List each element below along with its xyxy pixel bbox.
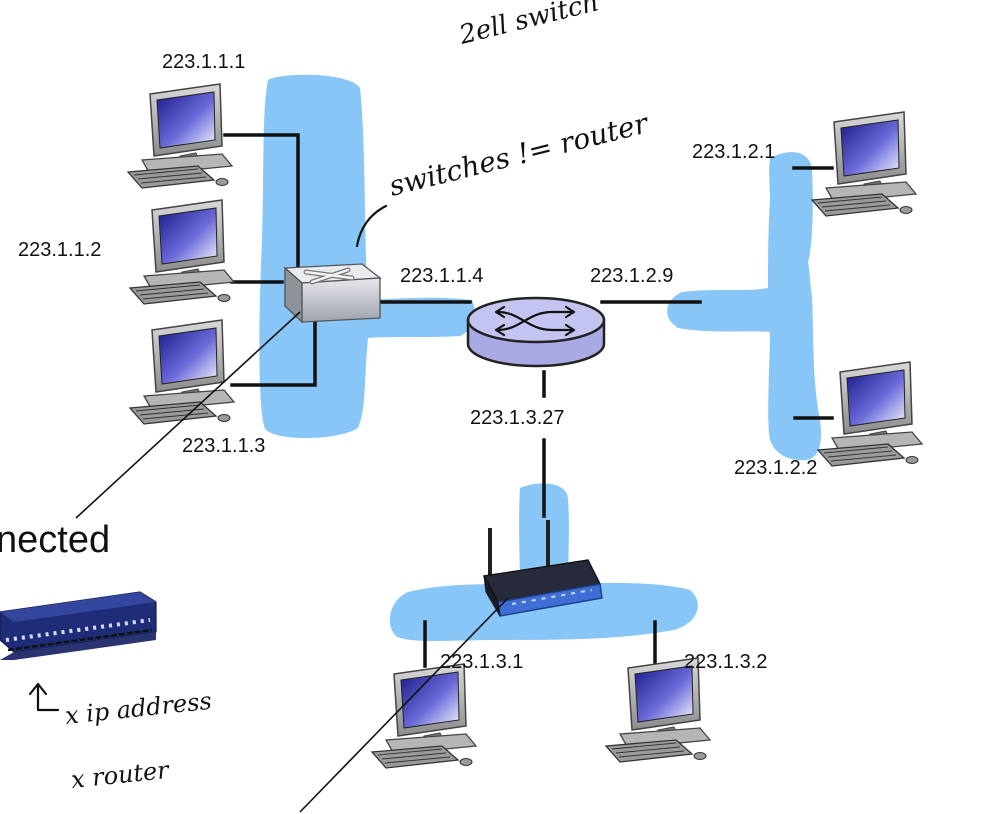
- ip-note-arrow: [28, 682, 60, 712]
- wire-h3-switch: [230, 320, 317, 387]
- ip-address-note: x ip address: [64, 687, 213, 730]
- switch-note-arrow: [355, 204, 388, 248]
- label-223-1-1-2: 223.1.1.2: [18, 239, 101, 261]
- subnet-2-region: [667, 152, 822, 461]
- label-223-1-1-1: 223.1.1.1: [162, 51, 245, 73]
- host-computer-223-1-2-1: [811, 111, 917, 217]
- label-223-1-1-3: 223.1.1.3: [182, 435, 265, 457]
- ap-pointer-line: [299, 597, 509, 813]
- label-223-1-3-1: 223.1.3.1: [440, 651, 523, 673]
- label-223-1-2-1: 223.1.2.1: [692, 141, 775, 163]
- label-223-1-2-2: 223.1.2.2: [734, 457, 817, 479]
- host-computer-223-1-3-1: [371, 663, 477, 769]
- host-computer-223-1-3-2: [605, 657, 711, 763]
- subnet-1-region: [259, 74, 475, 439]
- label-223-1-1-4: 223.1.1.4: [400, 265, 483, 287]
- router-icon: [466, 296, 606, 368]
- host-computer-223-1-1-1: [127, 83, 233, 189]
- switch-pointer-line: [75, 311, 301, 519]
- netgear-switch-icon: [0, 591, 157, 660]
- wireless-router-icon: [482, 520, 603, 617]
- subnet-3-region: [389, 483, 698, 641]
- wire-h1-switch: [223, 133, 300, 270]
- switch-note: switches != router: [386, 106, 653, 203]
- label-223-1-2-9: 223.1.2.9: [590, 265, 673, 287]
- label-223-1-3-2: 223.1.3.2: [684, 651, 767, 673]
- host-computer-223-1-1-2: [129, 199, 235, 305]
- switch-icon: [283, 263, 382, 324]
- fragment-text: nected: [0, 519, 110, 561]
- label-223-1-3-27: 223.1.3.27: [470, 407, 565, 429]
- host-computer-223-1-1-3: [129, 319, 235, 425]
- router-note: x router: [70, 756, 172, 794]
- top-annotation: 2ell switch: [455, 0, 601, 51]
- host-computer-223-1-2-2: [817, 361, 923, 467]
